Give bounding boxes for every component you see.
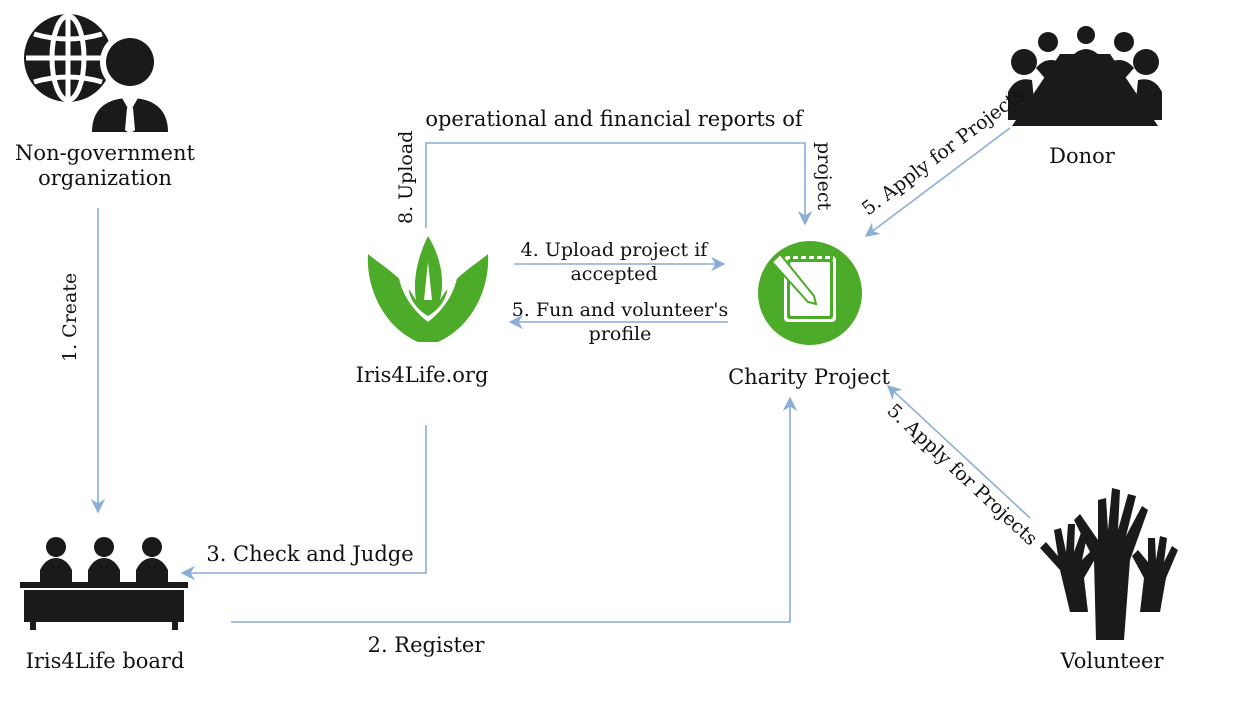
edge-check-judge	[180, 425, 427, 581]
edge-fund-profile-label-2: profile	[589, 323, 652, 345]
meeting-table-icon	[1008, 26, 1162, 126]
edge-upload-reports-label-c: project	[813, 142, 835, 210]
edge-upload-reports	[425, 142, 813, 228]
charity-project-label: Charity Project	[728, 365, 890, 389]
board-label: Iris4Life board	[26, 649, 185, 673]
ngo-label-line2: organization	[38, 166, 172, 190]
edge-create-label: 1. Create	[59, 273, 81, 362]
iris-site-label: Iris4Life.org	[356, 363, 489, 387]
edge-donor-apply-label: 5. Apply for Projects	[858, 84, 1029, 220]
edge-volunteer-apply-label: 5. Apply for Projects	[883, 400, 1042, 551]
globe-person-icon	[24, 13, 174, 134]
edge-upload-project-label-1: 4. Upload project if	[521, 239, 710, 261]
edge-donor-apply	[864, 127, 1011, 237]
edge-upload-reports-label-a: 8. Upload	[395, 131, 417, 224]
edge-register-label: 2. Register	[368, 633, 486, 657]
ngo-label-line1: Non-government	[15, 141, 195, 165]
edge-fund-profile-label-1: 5. Fun and volunteer's	[512, 299, 729, 321]
edge-check-judge-label: 3. Check and Judge	[206, 542, 413, 566]
raised-hands-icon	[1040, 488, 1178, 640]
edge-register	[231, 396, 798, 623]
volunteer-label: Volunteer	[1060, 649, 1165, 673]
donor-label: Donor	[1049, 144, 1116, 168]
edge-upload-reports-label-b: operational and financial reports of	[425, 107, 805, 131]
edge-upload-project-label-2: accepted	[570, 263, 657, 285]
panel-board-icon	[20, 537, 188, 630]
lotus-logo-icon	[367, 236, 489, 342]
edge-volunteer-apply	[886, 385, 1031, 519]
notepad-pencil-icon	[758, 241, 862, 345]
